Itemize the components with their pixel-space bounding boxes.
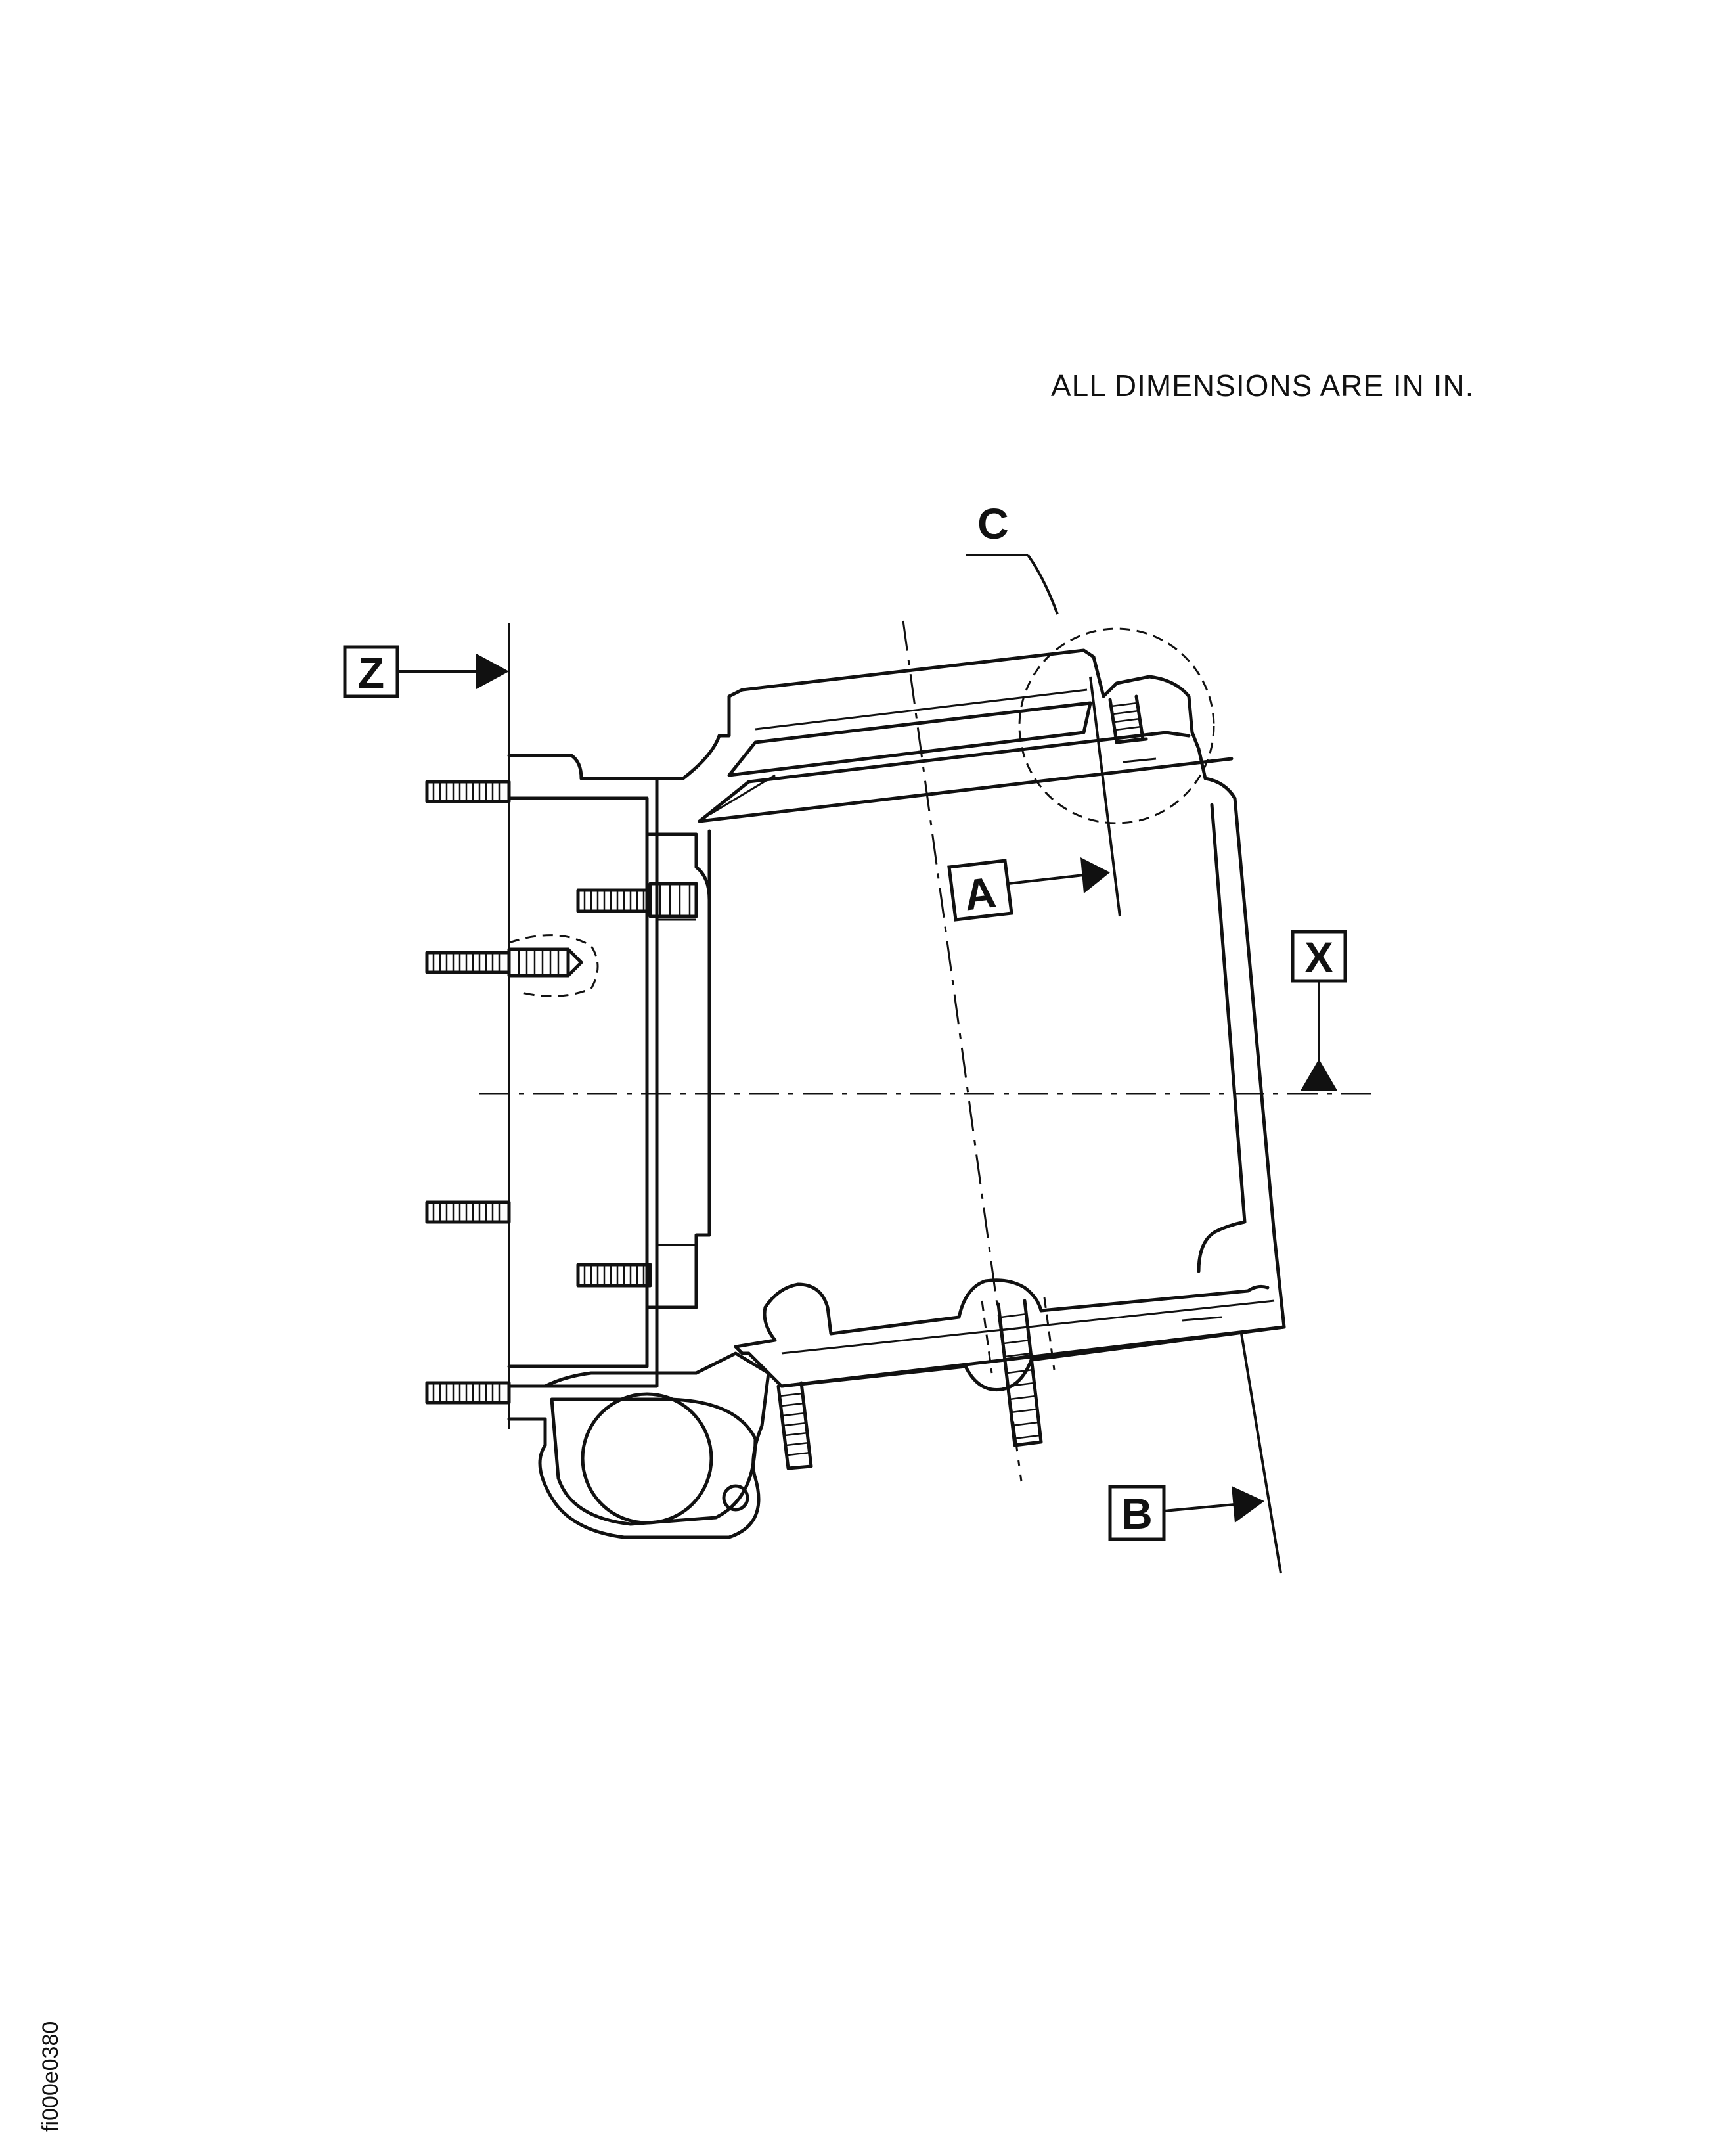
datum-b-label: B — [1121, 1489, 1153, 1538]
stud-left-4 — [425, 1381, 511, 1405]
datum-b-box — [1108, 1485, 1166, 1541]
datum-a-flag: A — [947, 857, 1110, 922]
stud-left-3 — [425, 1200, 511, 1224]
datum-x-triangle — [1301, 1059, 1337, 1091]
detail-c-callout: C — [966, 499, 1059, 615]
datum-b-flag: B — [1108, 1485, 1264, 1541]
datum-a-line — [1089, 676, 1121, 917]
detail-c-region — [1018, 627, 1215, 824]
stud-bottom-center — [981, 1297, 1056, 1447]
main-body — [579, 648, 1286, 1392]
datum-x-box — [1291, 930, 1347, 983]
stud-inner-2 — [576, 1263, 652, 1288]
dimensions-note: ALL DIMENSIONS ARE IN IN. — [1051, 369, 1475, 403]
datum-z-label: Z — [358, 648, 384, 697]
datum-x-label: X — [1304, 933, 1333, 981]
datum-x-flag: X — [1291, 930, 1347, 1091]
stud-inner-1 — [576, 882, 698, 918]
stud-left-1 — [425, 780, 511, 803]
datum-b-triangle — [1232, 1486, 1264, 1523]
detail-c-label: C — [977, 499, 1009, 548]
datum-z-flag: Z — [343, 645, 509, 698]
datum-a-label: A — [962, 867, 998, 919]
datum-a-box — [947, 859, 1013, 922]
stud-left-2 — [425, 951, 511, 974]
stud-bottom-left — [776, 1381, 813, 1470]
bottom-boss — [507, 1351, 770, 1539]
left-flange — [507, 754, 711, 1388]
figure-id: fi000e0380 — [38, 2021, 63, 2132]
datum-a-triangle — [1080, 857, 1110, 893]
datum-b-line — [1240, 1333, 1282, 1574]
stud-insert-left — [507, 934, 599, 997]
datum-z-triangle — [476, 654, 509, 689]
